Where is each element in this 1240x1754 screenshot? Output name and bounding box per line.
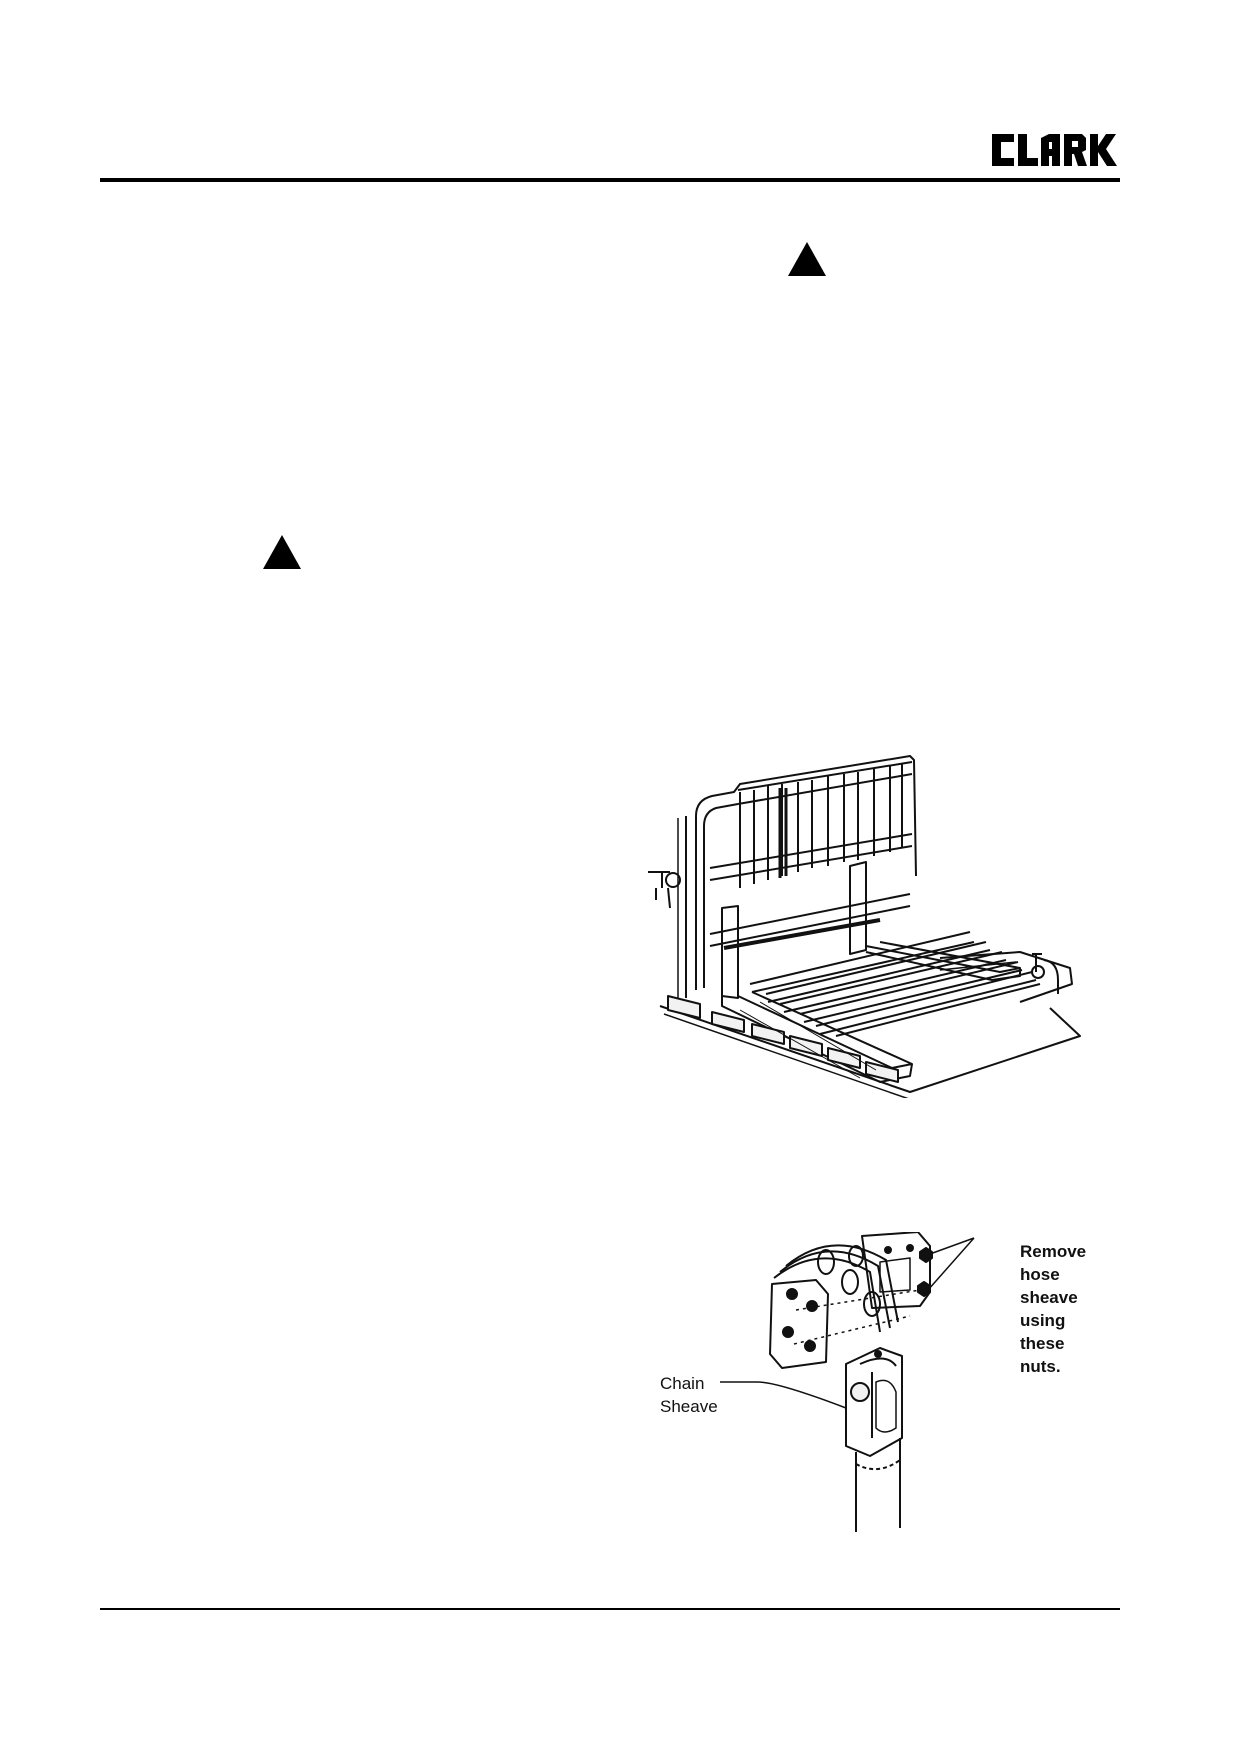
- mast-sheave-exploded-illustration: [769, 1232, 975, 1532]
- fork-carriage-pallet-illustration: [648, 755, 1081, 1098]
- footer-rule: [100, 1608, 1120, 1610]
- chain-sheave-leader-line: [720, 1381, 847, 1409]
- warning-triangle-icon: [263, 535, 301, 569]
- clark-logo: [992, 134, 1117, 166]
- callout-remove-hose-sheave: Remove hose sheave using these nuts.: [1020, 1242, 1087, 1376]
- callout-chain-sheave: Chain Sheave: [660, 1374, 718, 1416]
- header-rule: [100, 178, 1120, 182]
- warning-triangle-icon: [788, 242, 826, 276]
